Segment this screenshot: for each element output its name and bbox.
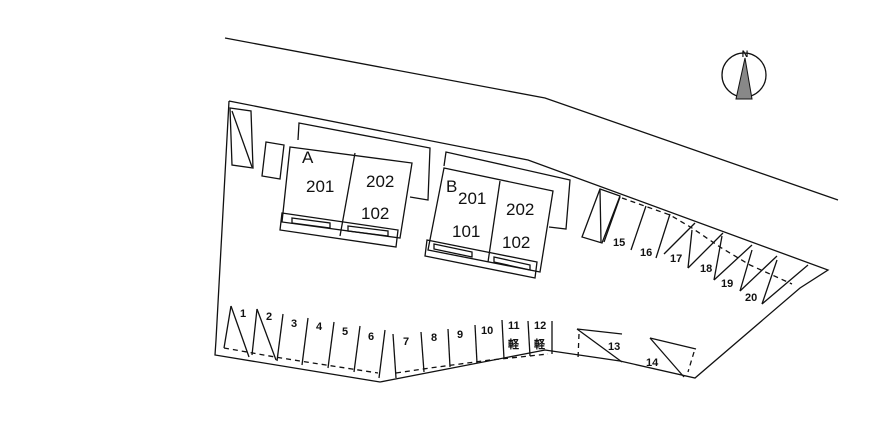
kei-car-label: 軽: [508, 337, 520, 351]
building-b: B 201 101 202 102: [424, 151, 571, 279]
spot-13: 13: [608, 341, 620, 353]
spot-4: 4: [316, 321, 323, 333]
north-compass-icon: N: [721, 49, 767, 100]
spot-11: 11: [508, 320, 520, 332]
parking-spot-numbers: 1 2 3 4 5 6 7 8 9 10 11 12 軽 軽 13 14 15 …: [240, 237, 757, 369]
spot-6: 6: [368, 331, 374, 343]
building-a: A 201 202 102: [261, 122, 431, 248]
spot-10: 10: [481, 325, 493, 337]
building-b-label: B: [446, 177, 457, 196]
unit-label: 202: [366, 172, 394, 191]
spot-3: 3: [291, 318, 297, 330]
parking-spot-left: [229, 107, 254, 169]
spot-1: 1: [240, 308, 246, 320]
spot-18: 18: [700, 263, 712, 275]
spot-15: 15: [613, 237, 625, 249]
spot-8: 8: [431, 332, 437, 344]
road-edge: [224, 37, 839, 201]
unit-label: 102: [361, 204, 389, 223]
unit-label: 201: [306, 177, 334, 196]
spot-2: 2: [266, 311, 272, 323]
spot-14: 14: [646, 357, 659, 369]
parking-row-right: [581, 188, 809, 305]
spot-19: 19: [721, 278, 733, 290]
spot-9: 9: [457, 329, 463, 341]
spot-17: 17: [670, 253, 682, 265]
unit-label: 101: [452, 222, 480, 241]
parking-row-bottom: [223, 305, 553, 379]
parking-spot-13-14: [576, 328, 697, 378]
kei-car-label: 軽: [534, 337, 546, 351]
unit-label: 102: [502, 233, 530, 252]
building-a-label: A: [302, 148, 314, 167]
spot-20: 20: [745, 292, 757, 304]
svg-text:N: N: [742, 49, 749, 59]
spot-7: 7: [403, 336, 409, 348]
spot-16: 16: [640, 247, 652, 259]
spot-12: 12: [534, 320, 546, 332]
spot-5: 5: [342, 326, 348, 338]
unit-label: 202: [506, 200, 534, 219]
unit-label: 201: [458, 189, 486, 208]
